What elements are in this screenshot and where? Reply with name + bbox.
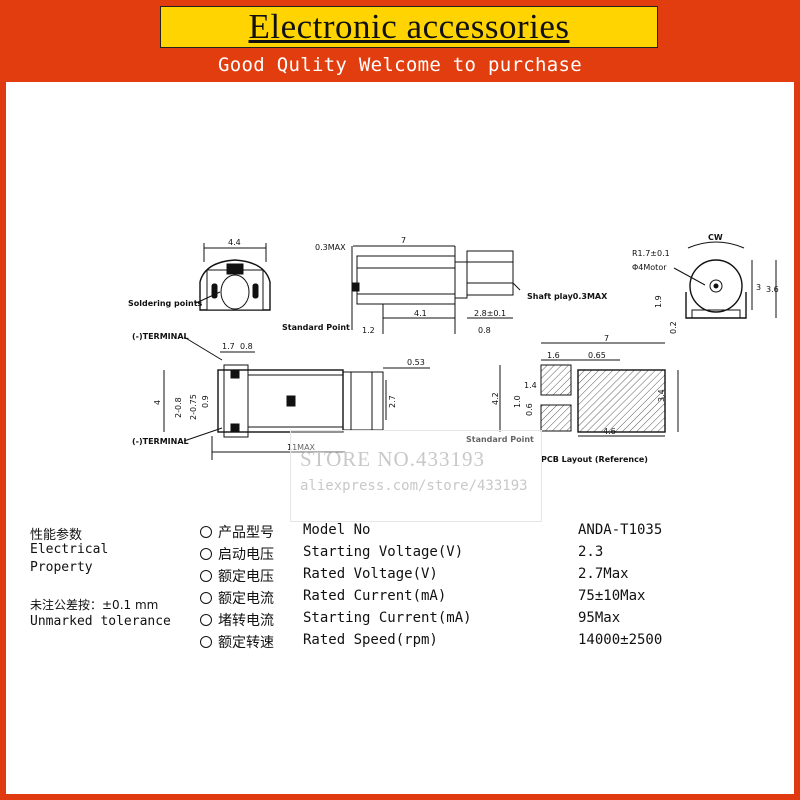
spec-en-title-1: Electrical [30,542,109,557]
spec-en: Starting Current(mA) [303,610,472,626]
spec-cn: 额定转速 [218,635,274,651]
dim-1-7: 1.7 [222,342,235,351]
spec-cn-title: 性能参数 [30,528,83,543]
spec-row: 额定电流 Rated Current(mA) 75±10Max [200,588,790,610]
spec-value: 14000±2500 [578,632,663,648]
bullet-circle-icon [200,636,212,648]
spec-cn: 启动电压 [218,547,274,563]
pcb-dim-0-65: 0.65 [588,351,606,360]
pcb-dim-1-6: 1.6 [547,351,560,360]
spec-en: Rated Current(mA) [303,588,447,604]
pcb-dim-0-6: 0.6 [525,403,534,416]
dim-0-8: 0.8 [478,326,491,335]
spec-cn: 额定电流 [218,591,274,607]
tolerance-en: Unmarked tolerance [30,614,171,629]
dim-3: 3 [756,283,761,292]
pcb-dim-7: 7 [604,334,609,343]
spec-cn: 产品型号 [218,525,274,541]
bullet-circle-icon [200,526,212,538]
shaft-play-label: Shaft play0.3MAX [527,292,608,301]
spec-value: ANDA-T1035 [578,522,663,538]
spec-en: Rated Voltage(V) [303,566,438,582]
spec-value: 2.7Max [578,566,629,582]
spec-row: 额定电压 Rated Voltage(V) 2.7Max [200,566,790,588]
cw-label: CW [708,233,723,242]
pcb-layout-label: PCB Layout (Reference) [541,455,648,464]
spec-value: 95Max [578,610,621,626]
title-box: Electronic accessories [160,6,658,48]
dim-2-7: 2.7 [388,395,397,408]
dim-0-9: 0.9 [201,395,210,408]
spec-value: 75±10Max [578,588,646,604]
terminal-label-bottom: (-)TERMINAL [132,437,189,446]
spec-row: 启动电压 Starting Voltage(V) 2.3 [200,544,790,566]
pcb-standard-point: Standard Point [466,435,534,444]
dim-2-0-75: 2-0.75 [189,394,198,420]
spec-cn: 额定电压 [218,569,274,585]
top-view: 4.4 Soldering points [128,238,271,311]
dim-2-8: 2.8±0.1 [474,309,506,318]
standard-point-label: Standard Point [282,323,350,332]
spec-row: 产品型号 Model No ANDA-T1035 [200,522,790,544]
spec-en: Rated Speed(rpm) [303,632,438,648]
spec-en: Model No [303,522,371,538]
bullet-circle-icon [200,592,212,604]
side-view: 7 0.3MAX Shaft play0.3MAX 4.1 2.8±0.1 0.… [282,236,608,335]
soldering-points-label: Soldering points [128,299,203,308]
watermark-store: STORE NO.433193 [300,447,485,471]
pcb-layout: 7 1.6 0.65 1.4 4.2 1.0 0.6 3.4 4.6 Stand… [466,334,679,464]
pcb-dim-4-2: 4.2 [491,392,500,405]
header-banner: Electronic accessories Good Qulity Welco… [0,0,800,82]
dim-7: 7 [401,236,406,245]
dim-2-0-8: 2-0.8 [174,397,183,418]
bullet-circle-icon [200,614,212,626]
technical-drawing: 4.4 Soldering points 7 0.3MAX Shaft play… [128,233,779,464]
end-view: CW R1.7±0.1 Φ4Motor 3 3.6 1.9 0.2 [632,233,779,334]
bullet-circle-icon [200,548,212,560]
dim-11max: 11MAX [287,443,316,452]
dim-r1-7: R1.7±0.1 [632,249,670,258]
dim-0-8-b: 0.8 [240,342,253,351]
pcb-dim-4-6: 4.6 [603,427,616,436]
dim-0-3max: 0.3MAX [315,243,346,252]
spec-cn: 堵转电流 [218,613,274,629]
page-subtitle: Good Qulity Welcome to purchase [218,54,582,76]
page-title: Electronic accessories [248,7,570,46]
tolerance-cn: 未注公差按：±0.1 mm [30,598,159,612]
spec-section: 性能参数 Electrical Property 未注公差按：±0.1 mm U… [0,518,800,678]
bottom-view: (-)TERMINAL 1.7 0.8 4 2-0.8 2-0.75 0.9 0… [132,332,430,460]
dim-0-53: 0.53 [407,358,425,367]
terminal-label-top: (-)TERMINAL [132,332,189,341]
dim-1-2: 1.2 [362,326,375,335]
bullet-circle-icon [200,570,212,582]
dim-4-4: 4.4 [228,238,241,247]
spec-row: 堵转电流 Starting Current(mA) 95Max [200,610,790,632]
pcb-dim-1-4: 1.4 [524,381,537,390]
pcb-dim-1-0: 1.0 [513,395,522,408]
spec-en: Starting Voltage(V) [303,544,464,560]
dim-1-9: 1.9 [654,295,663,308]
watermark-url: aliexpress.com/store/433193 [300,478,528,494]
spec-en-title-2: Property [30,560,93,575]
spec-row: 额定转速 Rated Speed(rpm) 14000±2500 [200,632,790,654]
dim-phi4-motor: Φ4Motor [632,263,667,272]
dim-4-1: 4.1 [414,309,427,318]
spec-value: 2.3 [578,544,604,560]
dim-4: 4 [153,400,162,405]
pcb-dim-3-4: 3.4 [657,389,666,402]
dim-0-2: 0.2 [669,321,678,334]
watermark-box [290,430,542,522]
dim-3-6: 3.6 [766,285,779,294]
